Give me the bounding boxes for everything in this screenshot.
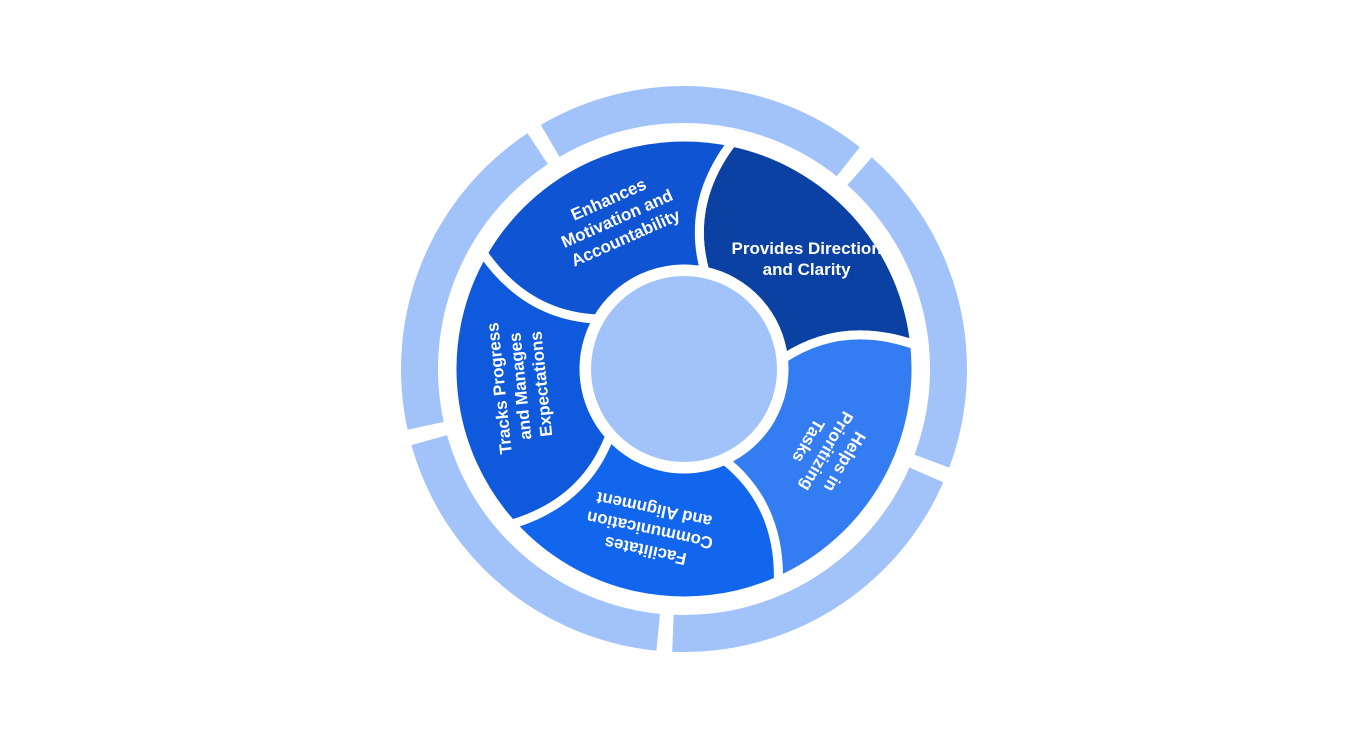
outer-ring-segment xyxy=(847,157,967,468)
segments xyxy=(447,132,921,606)
outer-ring-segment xyxy=(411,435,660,651)
segment-label-direction: Provides Direction and Clarity xyxy=(731,239,881,279)
segment-label-line: and Clarity xyxy=(763,260,851,279)
outer-ring-segment xyxy=(540,85,860,177)
center-circle xyxy=(581,266,787,472)
segment-label-line: Provides Direction xyxy=(731,239,881,258)
outer-ring-segment xyxy=(401,133,548,430)
segment-motivation xyxy=(478,132,737,324)
outer-ring-segment xyxy=(672,467,944,652)
segment-label-communication: FacilitatesCommunicationand Alignment xyxy=(581,487,719,573)
